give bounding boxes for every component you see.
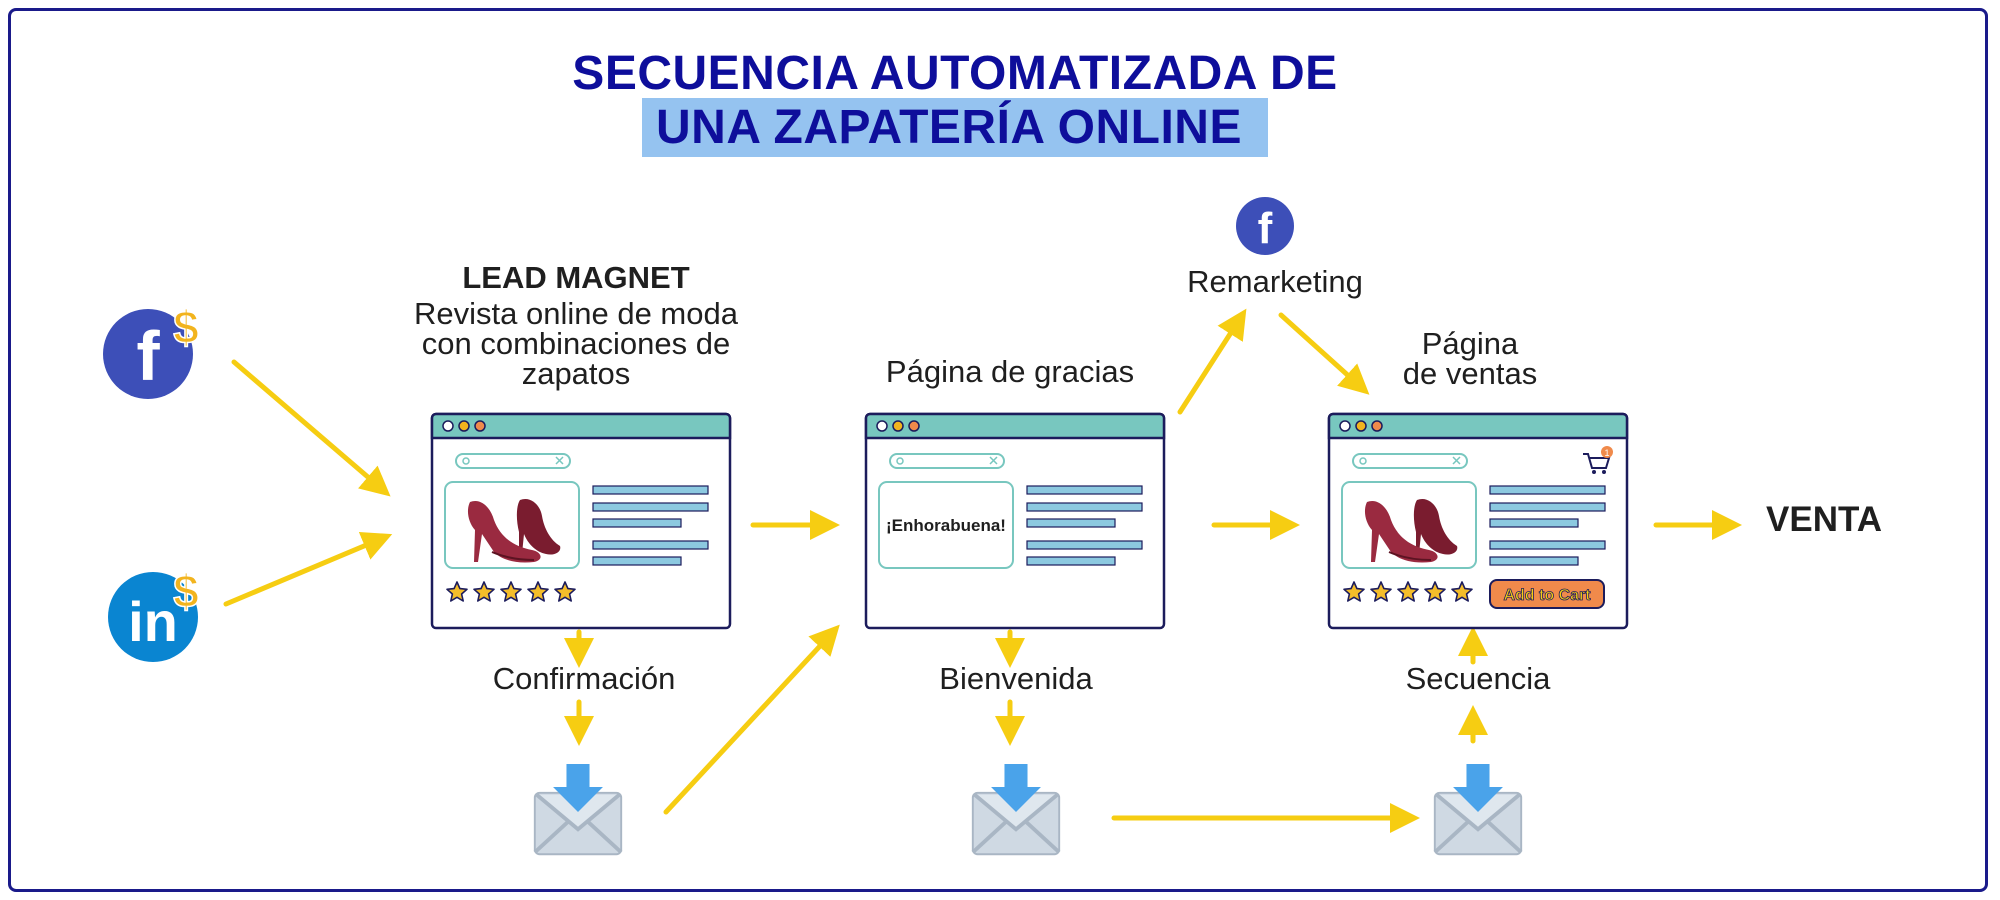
add-to-cart-label: Add to Cart bbox=[1503, 587, 1591, 604]
thanks-page-browser: ¡Enhorabuena! bbox=[864, 412, 1166, 630]
lead-magnet-heading: LEAD MAGNET bbox=[462, 260, 690, 295]
svg-text:f: f bbox=[136, 317, 160, 395]
welcome-label: Bienvenida bbox=[939, 661, 1093, 696]
sales-page-line-2: de ventas bbox=[1402, 356, 1538, 391]
sales-page-line-1: Página bbox=[1421, 326, 1519, 361]
lead-magnet-browser bbox=[430, 412, 732, 630]
thanks-message: ¡Enhorabuena! bbox=[886, 516, 1006, 535]
email-icon bbox=[532, 764, 624, 857]
arrow-linkedin-to-lead bbox=[223, 531, 393, 607]
arrow-mail1-to-thanks bbox=[663, 624, 840, 815]
thanks-page-label: Página de gracias bbox=[885, 354, 1135, 389]
linkedin-icon: in bbox=[108, 572, 198, 662]
title-line-2: UNA ZAPATERÍA ONLINE bbox=[642, 98, 1268, 157]
arrow-thanks-to-remarketing bbox=[1177, 308, 1247, 415]
confirmation-label: Confirmación bbox=[492, 661, 676, 696]
title-line-2-wrap: UNA ZAPATERÍA ONLINE bbox=[0, 98, 1910, 157]
title-line-1: SECUENCIA AUTOMATIZADA DE bbox=[572, 47, 1338, 100]
add-to-cart-button bbox=[1489, 579, 1605, 609]
email-icon bbox=[970, 764, 1062, 857]
lead-magnet-line-2: con combinaciones de bbox=[421, 326, 731, 361]
sales-page-browser: 1 Add to Cart bbox=[1327, 412, 1629, 630]
dollar-icon: $ bbox=[173, 565, 199, 617]
arrow-facebook-to-lead bbox=[231, 359, 391, 497]
facebook-icon: f bbox=[103, 309, 193, 399]
search-icon bbox=[1352, 453, 1468, 469]
svg-text:in: in bbox=[128, 590, 178, 653]
svg-text:f: f bbox=[1258, 204, 1273, 253]
diagram-frame bbox=[8, 8, 1988, 892]
lead-magnet-line-3: zapatos bbox=[521, 356, 631, 391]
remarketing-label: Remarketing bbox=[1187, 264, 1363, 299]
arrow-remarketing-to-sales bbox=[1278, 312, 1370, 395]
search-icon bbox=[889, 453, 1005, 469]
search-icon bbox=[455, 453, 571, 469]
email-icon bbox=[1432, 764, 1524, 857]
facebook-icon: f bbox=[1236, 197, 1294, 255]
cart-icon: 1 bbox=[1583, 446, 1613, 474]
dollar-icon: $ bbox=[173, 301, 199, 353]
sequence-label: Secuencia bbox=[1405, 661, 1551, 696]
cart-badge: 1 bbox=[1604, 448, 1609, 458]
lead-magnet-line-1: Revista online de moda bbox=[414, 296, 738, 331]
venta-label: VENTA bbox=[1766, 500, 1883, 539]
